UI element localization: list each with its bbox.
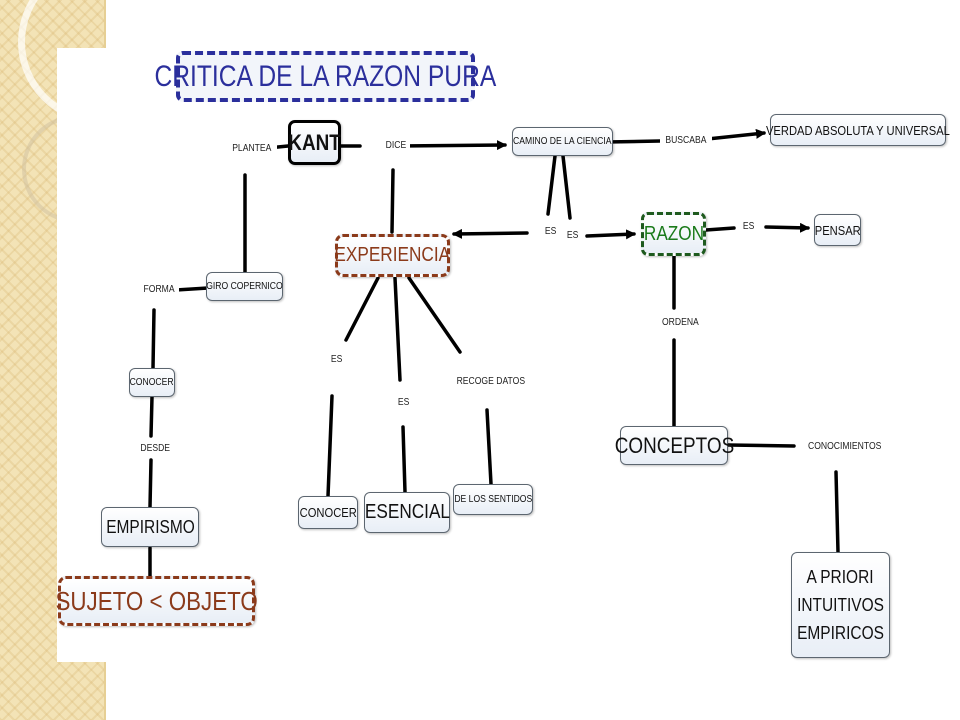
a-priori-line-3: EMPIRICOS	[797, 623, 884, 643]
link-label-buscaba: BUSCABA	[660, 135, 712, 146]
link-label-forma: FORMA	[139, 284, 180, 295]
a-priori-line-2: INTUITIVOS	[797, 595, 884, 615]
link-label-recoge-datos: RECOGE DATOS	[449, 376, 533, 387]
node-conocer-left[interactable]: CONOCER	[129, 368, 175, 397]
node-razon[interactable]: RAZON	[641, 212, 706, 256]
link-label-es-esencial: ES	[395, 397, 413, 408]
node-conocer-mid[interactable]: CONOCER	[298, 496, 358, 529]
node-de-los-sentidos[interactable]: DE LOS SENTIDOS	[453, 484, 533, 515]
node-a-priori[interactable]: A PRIORI INTUITIVOS EMPIRICOS	[791, 552, 890, 658]
node-pensar[interactable]: PENSAR	[814, 214, 861, 246]
a-priori-line-1: A PRIORI	[806, 567, 875, 587]
link-label-conocimientos: CONOCIMIENTOS	[800, 441, 890, 452]
link-label-dice: DICE	[382, 140, 410, 151]
link-label-desde: DESDE	[136, 443, 175, 454]
node-experiencia[interactable]: EXPERIENCIA	[335, 234, 450, 277]
node-empirismo[interactable]: EMPIRISMO	[101, 507, 199, 547]
diagram-title: CRITICA DE LA RAZON PURA	[155, 51, 496, 102]
link-label-es-conocer: ES	[328, 354, 346, 365]
link-label-es-pensar: ES	[740, 221, 758, 232]
node-conceptos[interactable]: CONCEPTOS	[614, 426, 734, 465]
link-label-ordena: ORDENA	[657, 317, 704, 328]
node-kant[interactable]: KANT	[288, 120, 341, 165]
link-label-es-experiencia: ES	[542, 226, 560, 237]
link-label-es-razon: ES	[564, 230, 582, 241]
node-camino-de-la-ciencia[interactable]: CAMINO DE LA CIENCIA	[512, 127, 613, 156]
node-verdad-absoluta[interactable]: VERDAD ABSOLUTA Y UNIVERSAL	[766, 114, 950, 146]
node-giro-copernico[interactable]: GIRO COPERNICO	[206, 272, 283, 301]
link-label-plantea: PLANTEA	[227, 143, 277, 154]
node-sujeto-objeto[interactable]: SUJETO < OBJETO	[55, 576, 258, 626]
node-esencial[interactable]: ESENCIAL	[364, 492, 450, 533]
